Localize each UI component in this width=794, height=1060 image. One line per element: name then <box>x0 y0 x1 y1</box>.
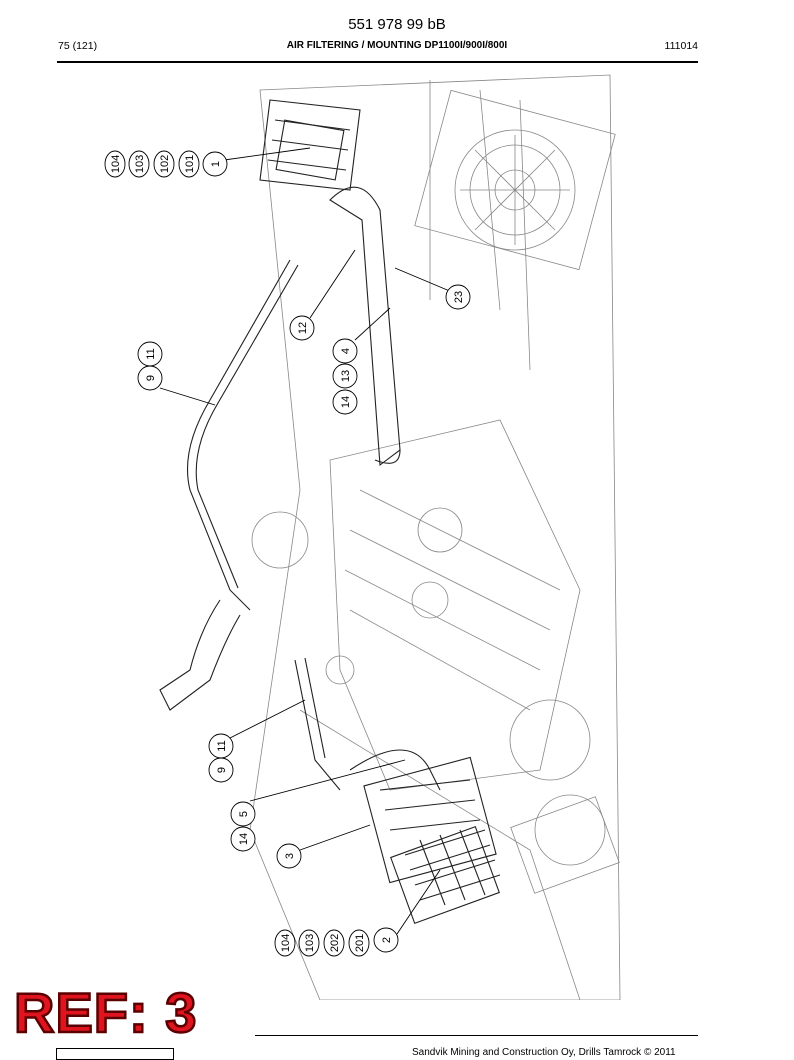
callout-202: 202 <box>329 934 341 952</box>
callout-9-lower: 9 <box>216 767 228 773</box>
callout-14-upper: 14 <box>340 396 352 408</box>
callout-14-lower: 14 <box>238 833 250 845</box>
callout-11-upper: 11 <box>145 348 157 359</box>
callout-4: 4 <box>340 348 352 354</box>
company-logo <box>56 1048 174 1060</box>
machine-outline <box>249 74 621 1000</box>
date-code: 111014 <box>664 40 698 52</box>
page-title: AIR FILTERING / MOUNTING DP1100I/900I/80… <box>286 40 508 51</box>
callout-labels: 104 103 102 101 1 23 12 11 9 4 13 14 11 … <box>110 155 465 952</box>
callout-101: 101 <box>184 155 196 173</box>
leader-lines <box>159 147 453 935</box>
callout-103: 103 <box>134 155 146 173</box>
callout-201: 201 <box>354 934 366 952</box>
footer-rule <box>255 1035 698 1036</box>
callout-bubbles <box>104 150 471 957</box>
callout-103-lower: 103 <box>304 934 316 952</box>
callout-102: 102 <box>159 155 171 173</box>
hoses <box>159 99 501 924</box>
callout-2: 2 <box>381 937 393 943</box>
ref-stamp: REF: 3 <box>13 981 198 1044</box>
callout-13: 13 <box>340 370 352 382</box>
callout-104: 104 <box>110 155 122 173</box>
header-rule <box>57 61 698 63</box>
callout-11-lower: 11 <box>216 740 228 751</box>
callout-12: 12 <box>297 322 309 334</box>
callout-23: 23 <box>453 291 465 303</box>
page-number: 75 (121) <box>58 40 98 52</box>
callout-5: 5 <box>238 811 250 817</box>
callout-104-lower: 104 <box>280 934 292 952</box>
parts-drawing: 104 103 102 101 1 23 12 11 9 4 13 14 11 … <box>104 74 621 1000</box>
doc-number: 551 978 99 bB <box>348 16 446 33</box>
callout-9-upper: 9 <box>145 375 157 381</box>
callout-3: 3 <box>284 853 296 859</box>
callout-1: 1 <box>210 161 222 167</box>
